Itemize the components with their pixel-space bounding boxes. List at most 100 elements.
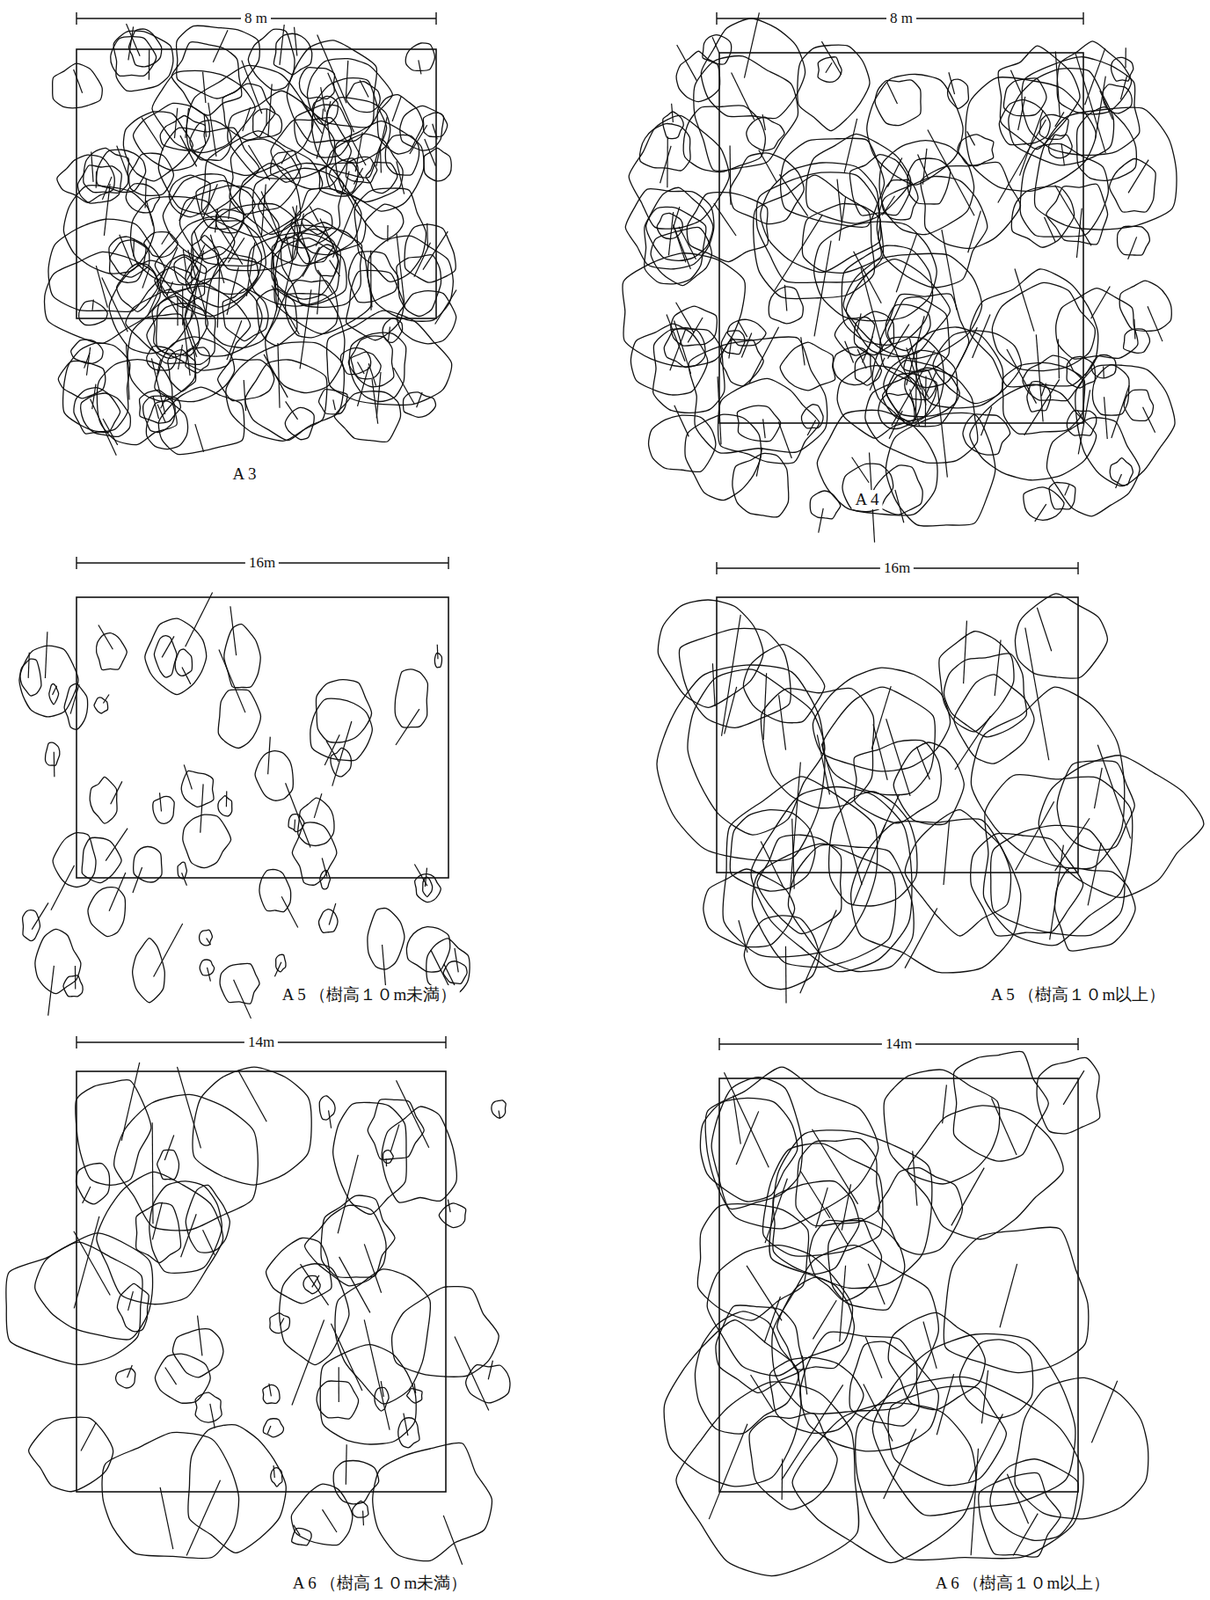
crown-outline bbox=[6, 1241, 143, 1364]
stem-line bbox=[789, 761, 801, 891]
crown-outline bbox=[123, 111, 193, 182]
stem-line bbox=[333, 399, 336, 410]
crown-outline bbox=[348, 251, 399, 303]
crown-outline bbox=[326, 310, 452, 405]
crown-outline bbox=[404, 224, 456, 283]
stem-line bbox=[183, 764, 192, 789]
crown-outline bbox=[656, 212, 683, 239]
crown-outline bbox=[693, 56, 799, 172]
stem-line bbox=[324, 734, 340, 766]
stem-line bbox=[226, 266, 239, 314]
crown-outline bbox=[270, 1467, 283, 1487]
crown-outline bbox=[29, 1416, 114, 1492]
stem-line bbox=[972, 313, 991, 358]
crown-outline bbox=[189, 120, 232, 161]
crown-outline bbox=[907, 1105, 1064, 1240]
stem-line bbox=[164, 1134, 174, 1160]
stem-line bbox=[328, 1109, 332, 1128]
stem-line bbox=[818, 508, 824, 533]
stem-line bbox=[102, 694, 110, 704]
stem-line bbox=[73, 1231, 110, 1296]
stem-line bbox=[285, 782, 311, 847]
crown-outline bbox=[957, 134, 994, 167]
crown-outline bbox=[396, 291, 456, 344]
stem-line bbox=[409, 124, 428, 154]
stem-line bbox=[1025, 627, 1050, 761]
stem-line bbox=[102, 276, 128, 332]
crown-outline bbox=[381, 1106, 457, 1203]
crown-outline bbox=[367, 908, 405, 970]
stem-line bbox=[1064, 484, 1070, 496]
crown-outline bbox=[172, 1328, 224, 1378]
crown-outline bbox=[683, 105, 766, 173]
stem-line bbox=[981, 406, 992, 436]
stem-line bbox=[267, 1425, 271, 1434]
crown-outline bbox=[114, 1093, 259, 1230]
crown-outline bbox=[219, 962, 260, 1004]
stem-line bbox=[203, 1229, 216, 1255]
crown-outline bbox=[743, 915, 819, 990]
stem-line bbox=[230, 605, 237, 656]
stem-line bbox=[1120, 75, 1127, 100]
stem-line bbox=[284, 213, 304, 297]
crown-panel bbox=[622, 12, 1177, 543]
crown-outline bbox=[48, 218, 166, 312]
crown-outline bbox=[201, 131, 323, 238]
stem-line bbox=[1104, 396, 1108, 439]
stem-line bbox=[1100, 90, 1114, 120]
crown-outline bbox=[1048, 134, 1072, 158]
crown-outline bbox=[1022, 355, 1083, 401]
crown-outline bbox=[657, 599, 764, 708]
stem-line bbox=[317, 273, 321, 315]
crown-outline bbox=[1109, 458, 1133, 486]
stem-line bbox=[927, 130, 975, 217]
stem-line bbox=[228, 197, 232, 219]
stem-line bbox=[370, 250, 372, 311]
stem-line bbox=[281, 151, 288, 164]
crown-outline bbox=[678, 627, 791, 728]
crown-outline bbox=[252, 162, 362, 266]
crown-outline bbox=[970, 832, 1084, 936]
stem-line bbox=[294, 27, 298, 57]
crown-outline bbox=[171, 42, 242, 117]
crown-outline bbox=[320, 1344, 416, 1444]
stem-line bbox=[999, 1263, 1018, 1327]
stem-line bbox=[1063, 1070, 1085, 1105]
crown-outline bbox=[367, 235, 453, 321]
stem-line bbox=[764, 1296, 780, 1342]
stem-line bbox=[951, 1167, 985, 1226]
stem-line bbox=[174, 108, 177, 139]
stem-line bbox=[447, 1199, 451, 1213]
stem-line bbox=[353, 167, 363, 185]
crown-outline bbox=[729, 809, 816, 892]
crown-outline bbox=[192, 1066, 312, 1185]
plot-caption: A 5 （樹高１０m以上） bbox=[987, 984, 1169, 1005]
crown-outline bbox=[245, 359, 328, 441]
stem-line bbox=[1055, 184, 1092, 246]
stem-line bbox=[763, 418, 766, 438]
crown-outline bbox=[143, 395, 175, 432]
crown-outline bbox=[87, 887, 125, 937]
crown-outline bbox=[285, 280, 339, 338]
stem-line bbox=[185, 591, 213, 647]
crown-outline bbox=[49, 684, 59, 705]
stem-line bbox=[70, 684, 80, 715]
stem-line bbox=[317, 35, 347, 104]
plot-caption: A 5 （樹高１０m未満） bbox=[278, 984, 460, 1005]
stem-line bbox=[247, 145, 270, 181]
stem-line bbox=[386, 225, 388, 241]
stem-line bbox=[153, 923, 183, 977]
scale-label: 14m bbox=[244, 1033, 278, 1051]
crown-outline bbox=[185, 1184, 230, 1253]
crown-outline bbox=[736, 405, 780, 442]
crown-outline bbox=[1014, 1377, 1149, 1518]
stem-line bbox=[807, 420, 816, 436]
stem-line bbox=[883, 1428, 917, 1499]
crown-outline bbox=[885, 304, 931, 350]
crown-outline bbox=[885, 412, 995, 526]
stem-line bbox=[774, 214, 824, 292]
stem-line bbox=[82, 1186, 91, 1203]
crown-outline bbox=[832, 347, 872, 386]
crown-outline bbox=[903, 327, 1004, 409]
stem-line bbox=[364, 1243, 381, 1292]
